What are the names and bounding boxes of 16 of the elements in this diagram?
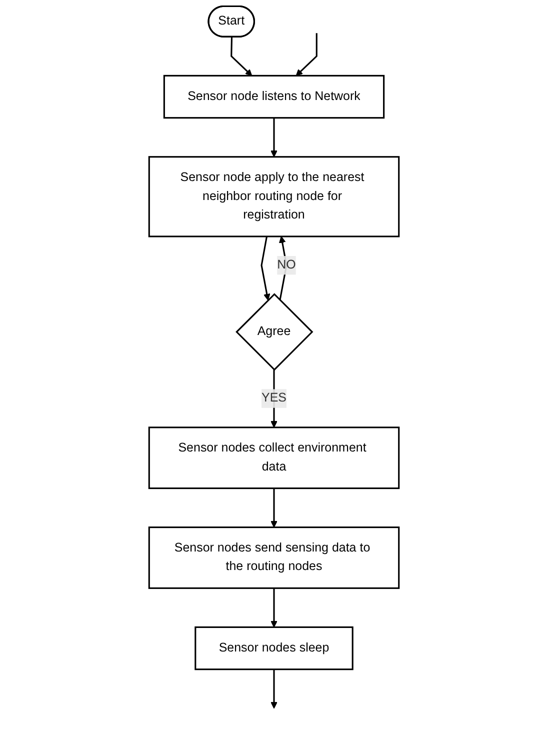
arrow [260, 236, 270, 300]
node-box: Sensor node apply to the nearest neighbor routing node for registration [148, 156, 400, 238]
arrow [278, 236, 287, 300]
node-box: Sensor nodes sleep [194, 626, 353, 670]
arrow [270, 488, 277, 528]
arrow [230, 37, 252, 76]
node-box: Sensor nodes collect environment data [148, 426, 400, 490]
arrow [270, 118, 277, 158]
edge-label: YES [261, 392, 286, 405]
node-box: Sensor node listens to Network [162, 74, 384, 119]
arrow [270, 669, 277, 709]
edge-label: NO [276, 258, 296, 272]
node-box: Sensor nodes send sensing data to the routing nodes [148, 526, 400, 589]
arrow [270, 588, 277, 628]
arrow [295, 33, 317, 76]
node-diamond: Agree [235, 293, 313, 371]
